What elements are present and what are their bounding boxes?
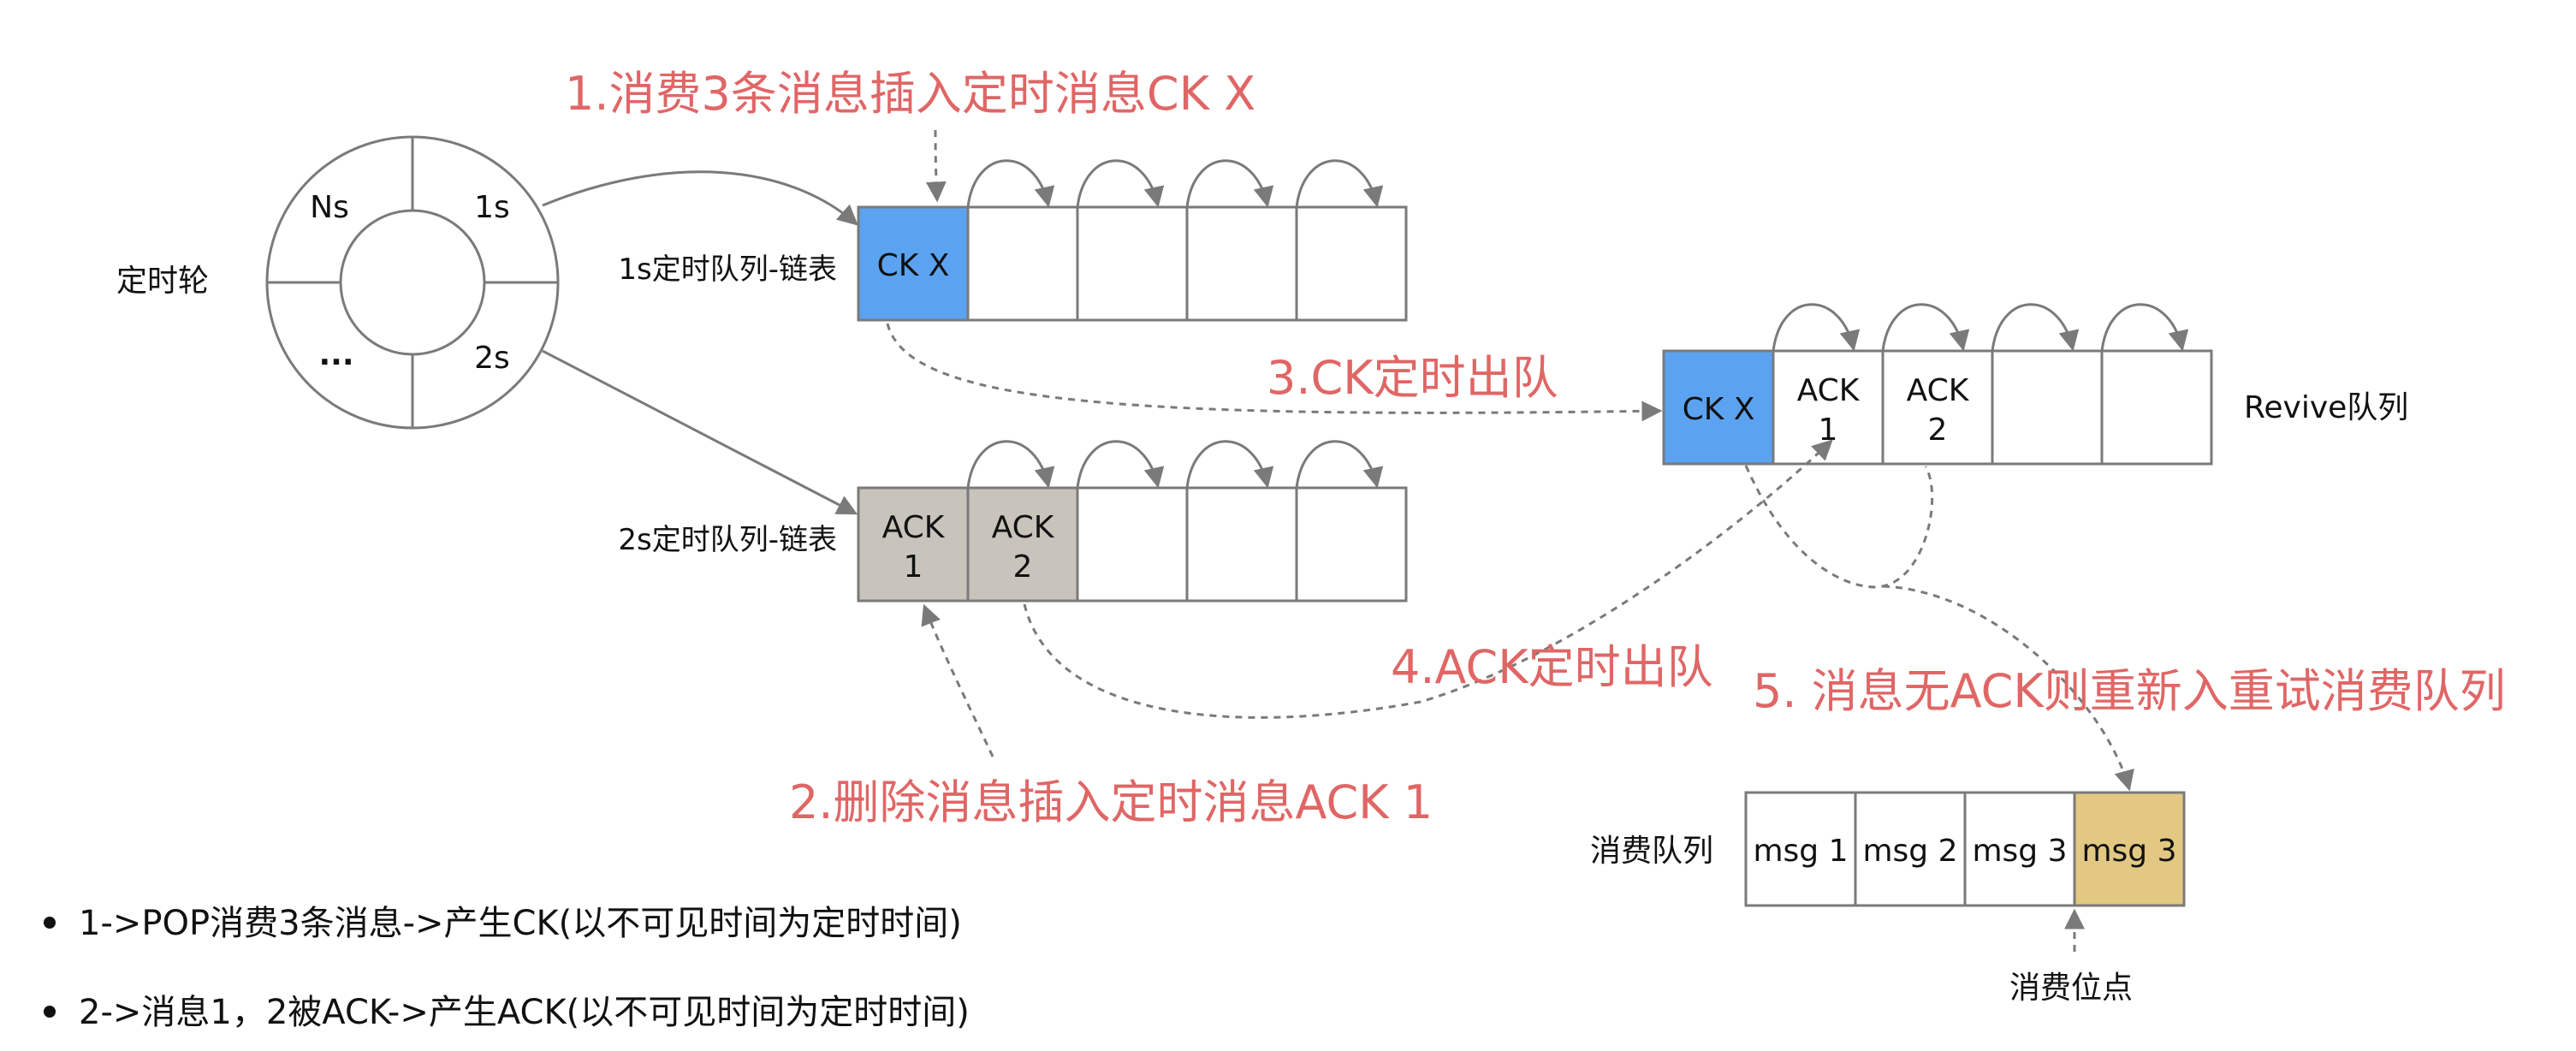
consume-cell-text: msg 2 bbox=[1862, 834, 1957, 869]
timer-wheel: Ns 1s ... 2s bbox=[265, 135, 560, 430]
queue-2s-label: 2s定时队列-链表 bbox=[618, 523, 837, 557]
queue-2s-cell-text: ACK bbox=[882, 510, 946, 545]
note-1: 1->POP消费3条消息->产生CK(以不可见时间为定时时间) bbox=[79, 904, 962, 943]
queue-1s-label: 1s定时队列-链表 bbox=[618, 252, 837, 287]
consume-cell-text: msg 3 bbox=[2081, 834, 2176, 869]
revive-cell bbox=[1991, 349, 2104, 466]
revive-cell bbox=[2100, 349, 2213, 466]
queue-2s-cell-text: 1 bbox=[904, 549, 923, 585]
revive-cell-text: CK X bbox=[1683, 392, 1755, 427]
consume-pointer-label: 消费位点 bbox=[2009, 971, 2133, 1006]
wheel-sector-ns: Ns bbox=[310, 190, 349, 225]
revive-cell-text: 1 bbox=[1819, 413, 1838, 448]
queue-2s-cell bbox=[1076, 486, 1189, 603]
queue-2s-cell-ack1 bbox=[857, 486, 970, 603]
revive-cell-text: ACK bbox=[1907, 373, 1970, 408]
queue-1s-cell bbox=[966, 205, 1079, 322]
wheel-sector-1s: 1s bbox=[474, 190, 510, 225]
consume-cell bbox=[1744, 791, 1857, 907]
consume-cell-text: msg 3 bbox=[1972, 834, 2067, 869]
queue-2s-cell-text: 2 bbox=[1013, 549, 1033, 585]
queue-1s-cell-ck bbox=[857, 205, 970, 322]
consume-queue-label: 消费队列 bbox=[1590, 834, 1713, 869]
queue-1s-cell bbox=[1076, 205, 1189, 322]
step-2-label: 2.删除消息插入定时消息ACK 1 bbox=[789, 775, 1433, 829]
revive-cell-ack2 bbox=[1881, 349, 1994, 466]
revive-queue: CK X ACK 1 ACK 2 bbox=[1662, 349, 2213, 466]
step-1-label: 1.消费3条消息插入定时消息CK X bbox=[565, 67, 1255, 121]
revive-queue-label: Revive队列 bbox=[2244, 390, 2408, 425]
step-3-label: 3.CK定时出队 bbox=[1267, 351, 1558, 405]
revive-cell-text: ACK bbox=[1797, 373, 1861, 408]
step-5-label: 5. 消息无ACK则重新入重试消费队列 bbox=[1753, 664, 2506, 718]
wheel-label: 定时轮 bbox=[116, 264, 209, 299]
revive-cell-text: 2 bbox=[1928, 413, 1948, 448]
wheel-sector-2s: 2s bbox=[474, 341, 510, 376]
bullet-dot bbox=[44, 1006, 56, 1018]
queue-1s-cell bbox=[1295, 205, 1408, 322]
queue-2s-cell-text: ACK bbox=[992, 510, 1055, 545]
revive-cell-ck bbox=[1662, 349, 1775, 466]
bullet-dot bbox=[44, 917, 56, 929]
consume-cell-text: msg 1 bbox=[1753, 834, 1848, 869]
queue-2s-cell bbox=[1295, 486, 1408, 603]
queue-2s-cell bbox=[1185, 486, 1298, 603]
queue-2s: ACK 1 ACK 2 bbox=[857, 486, 1408, 603]
queue-1s-cell-text: CK X bbox=[877, 248, 950, 283]
note-2: 2->消息1，2被ACK->产生ACK(以不可见时间为定时时间) bbox=[79, 993, 970, 1032]
queue-1s-cell bbox=[1185, 205, 1298, 322]
step-4-label: 4.ACK定时出队 bbox=[1391, 640, 1713, 694]
wheel-sector-ellipsis: ... bbox=[318, 337, 353, 372]
consume-cell bbox=[1854, 791, 1967, 907]
queue-2s-cell-ack2 bbox=[966, 486, 1079, 603]
consume-cell-retry bbox=[2073, 791, 2186, 907]
consume-queue: msg 1 msg 2 msg 3 msg 3 bbox=[1744, 791, 2186, 907]
queue-1s: CK X bbox=[857, 205, 1408, 322]
